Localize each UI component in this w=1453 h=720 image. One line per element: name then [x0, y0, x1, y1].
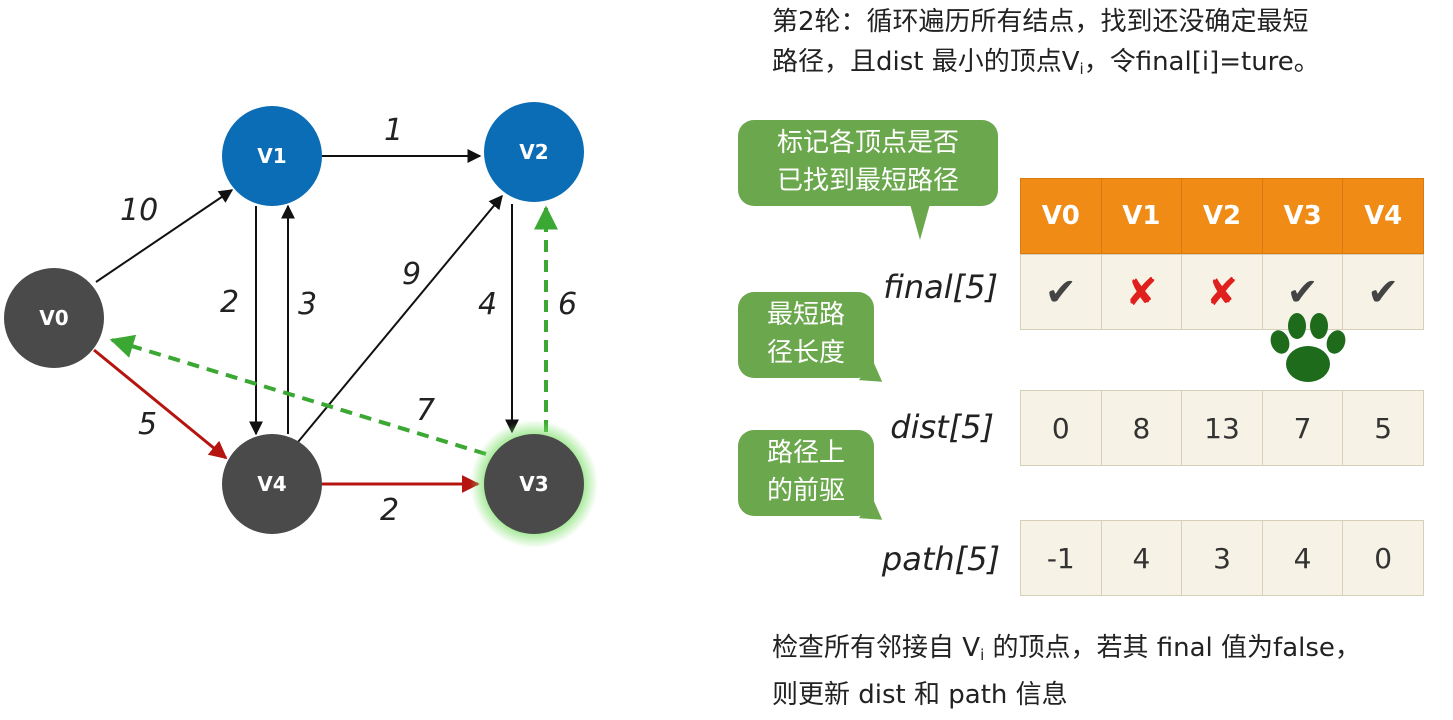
callout-path-line-2: 的前驱	[766, 476, 845, 506]
header-line-2-post: ，令final[i]=ture。	[1083, 47, 1320, 77]
path-cell-v3: 4	[1261, 520, 1344, 596]
edge-label-v3-v0: 7	[416, 393, 435, 428]
edge-label-v0-v4: 5	[138, 407, 157, 442]
callout-final-line-2: 已找到最短路径	[776, 166, 959, 196]
header-cell-v1: V1	[1100, 178, 1183, 254]
dist-cell-v2: 13	[1181, 390, 1263, 466]
dist-cell-v4: 5	[1342, 390, 1424, 466]
table-row-final: ✔ ✘ ✘ ✔ ✔	[1020, 254, 1424, 330]
dist-cell-v1: 8	[1100, 390, 1183, 466]
footer-line-2: 则更新 dist 和 path 信息	[772, 680, 1068, 710]
header-line-2-pre: 路径，且dist 最小的顶点V	[772, 47, 1080, 77]
header-cell-v0: V0	[1020, 178, 1102, 254]
callout-final: 标记各顶点是否 已找到最短路径	[738, 120, 998, 240]
node-v0	[4, 268, 104, 368]
table-row-path: -1 4 3 4 0	[1020, 520, 1424, 596]
header-description: 第2轮：循环遍历所有结点，找到还没确定最短 路径，且dist 最小的顶点Vi，令…	[772, 2, 1452, 89]
edge-v0-v1	[95, 189, 234, 283]
dist-cell-v3: 7	[1261, 390, 1344, 466]
footer-description: 检查所有邻接自 Vi 的顶点，若其 final 值为false， 则更新 dis…	[772, 628, 1452, 715]
final-cell-v4: ✔	[1342, 254, 1424, 330]
edge-v0-v4	[93, 348, 228, 460]
dist-cell-v0: 0	[1020, 390, 1102, 466]
callout-path: 路径上 的前驱	[738, 430, 890, 530]
path-cell-v0: -1	[1020, 520, 1102, 596]
footer-line-1-sub: i	[980, 646, 985, 664]
edge-label-v1-v4: 2	[220, 285, 239, 320]
header-cell-v3: V3	[1261, 178, 1344, 254]
node-v1	[222, 106, 322, 206]
header-line-2-sub: i	[1079, 60, 1084, 78]
graph-diagram: 10 1 2 3 9 4 6 7 5 2 V0 V1 V2 V3 V4	[4, 102, 598, 548]
table-header-row: V0 V1 V2 V3 V4	[1020, 178, 1424, 254]
path-cell-v2: 3	[1181, 520, 1263, 596]
node-label-v0: V0	[39, 306, 68, 330]
callout-dist-line-1: 最短路	[766, 300, 845, 330]
header-line-1: 第2轮：循环遍历所有结点，找到还没确定最短	[772, 7, 1309, 37]
edge-label-v4-v1: 3	[298, 287, 317, 322]
paw-icon	[1270, 313, 1346, 382]
edge-label-v4-v2: 9	[402, 257, 421, 292]
node-label-v3: V3	[519, 472, 548, 496]
edge-v3-v0	[109, 334, 487, 456]
node-v4	[222, 434, 322, 534]
final-cell-v2: ✘	[1181, 254, 1263, 330]
final-cell-v0: ✔	[1020, 254, 1102, 330]
footer-line-1: 检查所有邻接自 Vi 的顶点，若其 final 值为false，	[772, 628, 1452, 675]
row-label-final: final[5]	[883, 268, 998, 306]
callout-path-line-1: 路径上	[766, 438, 845, 468]
path-cell-v1: 4	[1100, 520, 1183, 596]
edge-label-v2-v3: 4	[478, 287, 497, 322]
node-label-v2: V2	[519, 140, 548, 164]
edge-v4-v2	[297, 194, 503, 443]
callout-dist-line-2: 径长度	[766, 338, 845, 368]
header-line-2: 路径，且dist 最小的顶点Vi，令final[i]=ture。	[772, 42, 1452, 89]
edge-label-v4-v3: 2	[380, 493, 399, 528]
table-row-dist: 0 8 13 7 5	[1020, 390, 1424, 466]
header-cell-v2: V2	[1181, 178, 1263, 254]
callout-final-line-1: 标记各顶点是否	[776, 128, 959, 158]
final-cell-v1: ✘	[1100, 254, 1183, 330]
edge-label-v1-v2: 1	[384, 113, 403, 148]
callout-dist-tail	[858, 360, 890, 392]
node-label-v4: V4	[257, 472, 286, 496]
header-cell-v4: V4	[1342, 178, 1424, 254]
node-v3	[484, 434, 584, 534]
footer-line-1-pre: 检查所有邻接自 V	[772, 633, 981, 663]
edge-label-v0-v1: 10	[120, 193, 158, 228]
node-v2	[484, 102, 584, 202]
node-label-v1: V1	[257, 144, 286, 168]
edge-label-v3-v2: 6	[558, 287, 577, 322]
row-label-path: path[5]	[881, 540, 1000, 578]
callout-dist: 最短路 径长度	[738, 292, 890, 392]
path-cell-v4: 0	[1342, 520, 1424, 596]
callout-path-tail	[858, 498, 890, 530]
row-label-dist: dist[5]	[890, 408, 994, 446]
footer-line-1-post: 的顶点，若其 final 值为false，	[984, 633, 1361, 663]
callout-final-tail	[910, 204, 930, 240]
